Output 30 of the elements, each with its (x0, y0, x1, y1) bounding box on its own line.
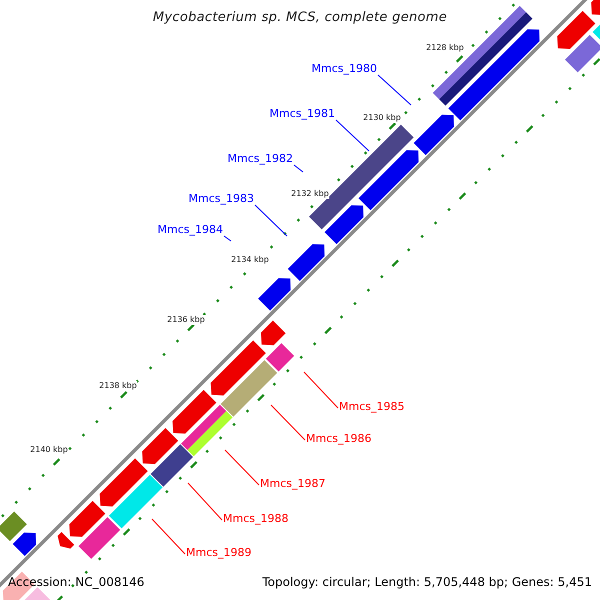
leader-line (304, 372, 338, 408)
leader-line (254, 204, 288, 236)
scale-label: 2128 kbp (426, 43, 464, 53)
scale-label: 2134 kbp (231, 255, 269, 265)
scale-label: 2140 kbp (30, 445, 68, 455)
title: Mycobacterium sp. MCS, complete genome (152, 9, 448, 27)
leader-line (152, 518, 186, 554)
gene-label: Mmcs_1983 (188, 192, 254, 206)
scale-label: 2138 kbp (99, 381, 137, 391)
gene-label: Mmcs_1984 (158, 223, 223, 237)
leader-line (224, 450, 260, 486)
scale-label: 2136 kbp (167, 315, 205, 325)
leader-line (270, 404, 306, 440)
gene-label: Mmcs_1981 (270, 107, 335, 121)
leader-line (336, 120, 370, 152)
scale-label: 2130 kbp (363, 113, 401, 123)
leader-line (294, 164, 304, 172)
scale-label: 2132 kbp (291, 189, 329, 199)
gene-label: Mmcs_1987 (260, 477, 326, 491)
accession-text: Accession: NC_008146 (8, 574, 144, 590)
gene-label: Mmcs_1988 (223, 512, 288, 526)
gene-label: Mmcs_1986 (306, 432, 372, 446)
summary-text: Topology: circular; Length: 5,705,448 bp; Genes: 5,451 (262, 574, 592, 590)
leader-line (224, 236, 232, 242)
leader-line (378, 74, 412, 106)
leader-line (188, 482, 222, 520)
gene-label: Mmcs_1989 (186, 546, 252, 560)
gene-label: Mmcs_1980 (312, 62, 377, 76)
gene-label: Mmcs_1982 (228, 152, 293, 166)
gene-label: Mmcs_1985 (339, 400, 404, 414)
